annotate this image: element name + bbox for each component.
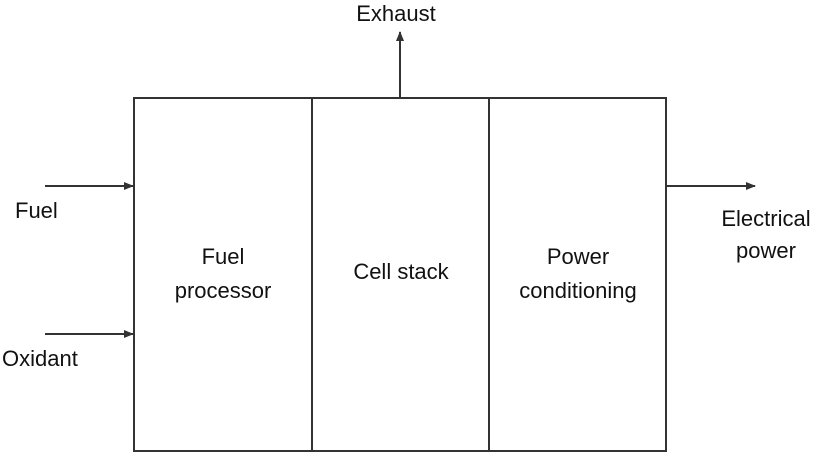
- block-cell-stack: Cell stack: [353, 259, 449, 284]
- block-power-conditioning: Power conditioning: [519, 244, 636, 303]
- block-label-line: Cell stack: [353, 259, 449, 284]
- electrical-power-label-line: power: [736, 238, 796, 263]
- block-fuel-processor: Fuel processor: [175, 244, 272, 303]
- oxidant-label: Oxidant: [2, 346, 78, 371]
- block-label-line: processor: [175, 278, 272, 303]
- input-fuel: Fuel: [15, 182, 134, 223]
- output-exhaust: Exhaust: [356, 1, 436, 97]
- exhaust-label: Exhaust: [356, 1, 436, 26]
- block-label-line: Fuel: [202, 244, 245, 269]
- output-electrical-power: Electrical power: [667, 182, 811, 263]
- system-box: [133, 97, 667, 452]
- block-label-line: conditioning: [519, 278, 636, 303]
- block-label-line: Power: [547, 244, 609, 269]
- input-oxidant: Oxidant: [2, 330, 134, 371]
- fuel-label: Fuel: [15, 198, 58, 223]
- electrical-power-label-line: Electrical: [721, 206, 810, 231]
